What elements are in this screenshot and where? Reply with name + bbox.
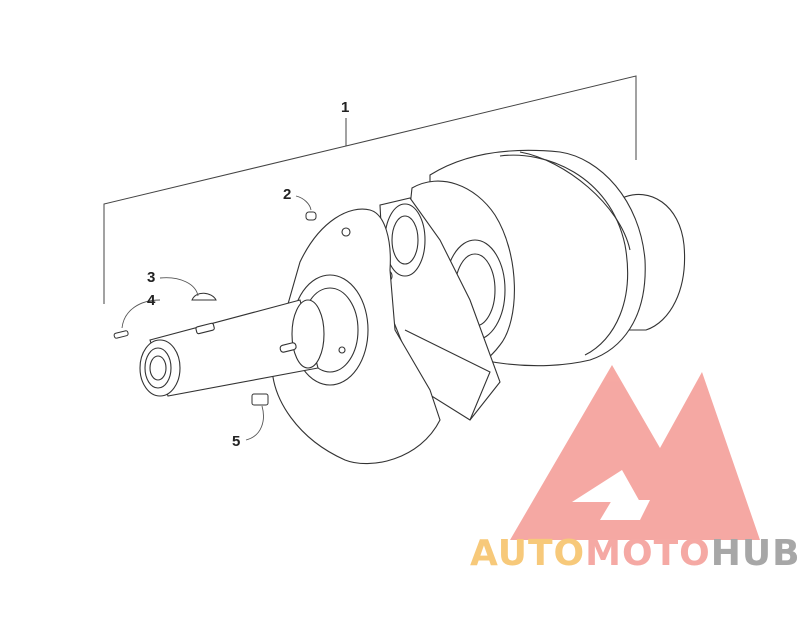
callout-4: 4 (147, 292, 156, 309)
small-parts (113, 211, 317, 406)
callout-2: 2 (283, 186, 291, 203)
leader-lines (121, 195, 312, 441)
watermark-logo (510, 365, 760, 540)
key-part-5 (251, 393, 269, 406)
callout-3: 3 (147, 269, 155, 286)
callout-5: 5 (232, 433, 240, 450)
watermark-moto: MOTO (585, 533, 711, 574)
crankshaft-assembly (139, 149, 686, 465)
watermark-hub: HUB (710, 533, 800, 574)
watermark-text: AUTOMOTOHUB (470, 533, 800, 574)
pin-part-4 (113, 330, 129, 339)
assembly-bracket (103, 75, 637, 304)
dowel-pin-part-2 (305, 211, 317, 221)
callout-1: 1 (341, 99, 349, 116)
shaft-keyway (195, 322, 215, 335)
woodruff-key-part-3 (191, 292, 217, 301)
watermark-auto: AUTO (470, 533, 586, 574)
